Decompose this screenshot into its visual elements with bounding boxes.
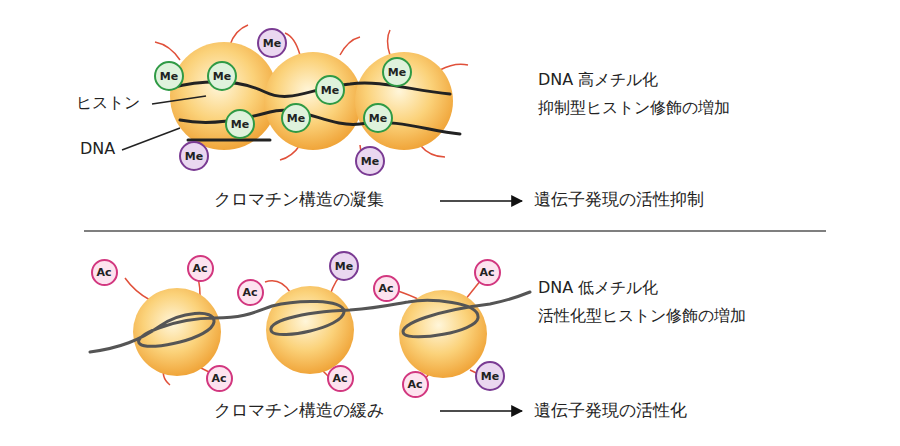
acetyl-mark: Ac bbox=[237, 279, 264, 306]
mark-label: Me bbox=[481, 371, 499, 382]
effect-text: 抑制型ヒストン修飾の増加 bbox=[538, 98, 730, 117]
effect-text: DNA 低メチル化 bbox=[538, 278, 658, 297]
histone-methyl-mark: Me bbox=[382, 57, 412, 87]
dna-methyl-mark: Me bbox=[329, 251, 359, 281]
acetyl-mark: Ac bbox=[373, 275, 400, 302]
mark-label: Ac bbox=[378, 283, 393, 294]
acetyl-mark: Ac bbox=[206, 365, 233, 392]
mark-label: Ac bbox=[479, 267, 494, 278]
mark-label: Ac bbox=[211, 373, 226, 384]
outcome-text: 遺伝子発現の活性化 bbox=[534, 400, 687, 420]
dna-strand-relaxed bbox=[90, 292, 530, 352]
mark-label: Ac bbox=[96, 267, 111, 278]
state-text: クロマチン構造の緩み bbox=[214, 400, 384, 420]
mark-label: Me bbox=[369, 113, 387, 124]
mark-label: Me bbox=[231, 119, 249, 130]
mark-label: Me bbox=[185, 151, 203, 162]
effect-text: DNA 高メチル化 bbox=[538, 70, 658, 89]
state-text: クロマチン構造の凝集 bbox=[214, 189, 384, 209]
outcome-text: 遺伝子発現の活性抑制 bbox=[534, 189, 704, 209]
arrow-bottom bbox=[440, 410, 522, 412]
mark-label: Me bbox=[361, 156, 379, 167]
mark-label: Me bbox=[213, 71, 231, 82]
mark-label: Me bbox=[287, 113, 305, 124]
dna-methyl-mark: Me bbox=[257, 28, 287, 58]
acetyl-mark: Ac bbox=[474, 259, 501, 286]
acetyl-mark: Ac bbox=[402, 371, 429, 398]
histone-methyl-mark: Me bbox=[363, 103, 393, 133]
mark-label: Me bbox=[160, 71, 178, 82]
mark-label: Ac bbox=[192, 263, 207, 274]
panel-divider bbox=[84, 230, 826, 232]
mark-label: Ac bbox=[242, 287, 257, 298]
acetyl-mark: Ac bbox=[187, 255, 214, 282]
dna-methyl-mark: Me bbox=[355, 146, 385, 176]
arrow-top bbox=[440, 200, 522, 202]
mark-label: Me bbox=[335, 261, 353, 272]
mark-label: Me bbox=[388, 67, 406, 78]
mark-label: Me bbox=[321, 85, 339, 96]
acetyl-mark: Ac bbox=[91, 259, 118, 286]
histone-octamers-condensed bbox=[170, 42, 453, 150]
histone-methyl-mark: Me bbox=[315, 75, 345, 105]
mark-label: Ac bbox=[332, 373, 347, 384]
mark-label: Ac bbox=[407, 379, 422, 390]
dna-methyl-mark: Me bbox=[475, 361, 505, 391]
histone-label: ヒストン bbox=[76, 93, 140, 112]
histone-methyl-mark: Me bbox=[154, 61, 184, 91]
mark-label: Me bbox=[263, 38, 281, 49]
dna-label: DNA bbox=[80, 139, 115, 158]
effect-text: 活性化型ヒストン修飾の増加 bbox=[538, 306, 746, 325]
acetyl-mark: Ac bbox=[327, 365, 354, 392]
dna-methyl-mark: Me bbox=[179, 141, 209, 171]
histone-methyl-mark: Me bbox=[225, 109, 255, 139]
histone-methyl-mark: Me bbox=[207, 61, 237, 91]
histone-methyl-mark: Me bbox=[281, 103, 311, 133]
